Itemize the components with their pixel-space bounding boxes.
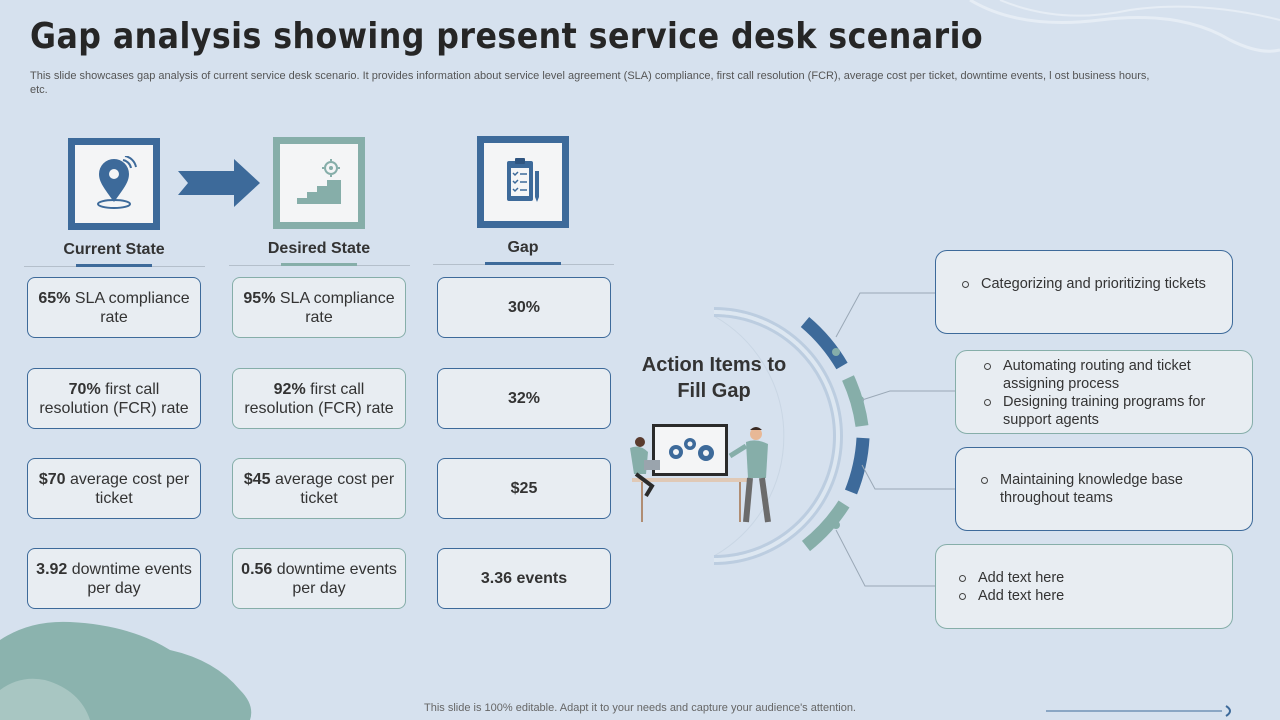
gap-accent (485, 262, 561, 265)
page-title: Gap analysis showing present service des… (30, 16, 983, 57)
desired-fcr-card: 92% first call resolution (FCR) rate (232, 368, 406, 429)
action-item: Categorizing and prioritizing tickets (958, 275, 1232, 293)
page-subtitle: This slide showcases gap analysis of cur… (30, 69, 1155, 97)
desired-downtime-card: 0.56 downtime events per day (232, 548, 406, 609)
right-arrow-icon (176, 157, 262, 209)
action-item: Add text here (955, 587, 1232, 605)
action-item: Automating routing and ticket assigning … (980, 357, 1252, 393)
action-item-box-4: Add text here Add text here (935, 544, 1233, 629)
desired-sla-card: 95% SLA compliance rate (232, 277, 406, 338)
current-state-icon-box (68, 138, 160, 230)
current-cost-card: $70 average cost per ticket (27, 458, 201, 519)
action-item: Add text here (955, 569, 1232, 587)
gap-sla-card: 30% (437, 277, 611, 338)
gap-heading: Gap (433, 239, 613, 257)
team-presentation-illustration (626, 420, 782, 526)
location-pin-icon (89, 156, 139, 212)
current-downtime-card: 3.92 downtime events per day (27, 548, 201, 609)
current-state-accent (76, 264, 152, 267)
action-item: Maintaining knowledge base throughout te… (977, 471, 1252, 507)
gap-downtime-card: 3.36 events (437, 548, 611, 609)
action-item: Designing training programs for support … (980, 393, 1252, 429)
action-items-title: Action Items to Fill Gap (640, 352, 788, 404)
current-state-heading: Current State (24, 241, 204, 259)
action-item-box-1: Categorizing and prioritizing tickets (935, 250, 1233, 334)
desired-state-accent (281, 263, 357, 266)
clipboard-checklist-icon (503, 157, 543, 207)
action-item-box-2: Automating routing and ticket assigning … (955, 350, 1253, 434)
current-sla-card: 65% SLA compliance rate (27, 277, 201, 338)
current-fcr-card: 70% first call resolution (FCR) rate (27, 368, 201, 429)
gap-fcr-card: 32% (437, 368, 611, 429)
stairs-goal-icon (293, 158, 345, 208)
action-item-box-3: Maintaining knowledge base throughout te… (955, 447, 1253, 531)
desired-state-icon-box (273, 137, 365, 229)
footer-decorative-line (1044, 704, 1236, 718)
desired-cost-card: $45 average cost per ticket (232, 458, 406, 519)
gap-icon-box (477, 136, 569, 228)
desired-state-heading: Desired State (229, 240, 409, 258)
gap-cost-card: $25 (437, 458, 611, 519)
